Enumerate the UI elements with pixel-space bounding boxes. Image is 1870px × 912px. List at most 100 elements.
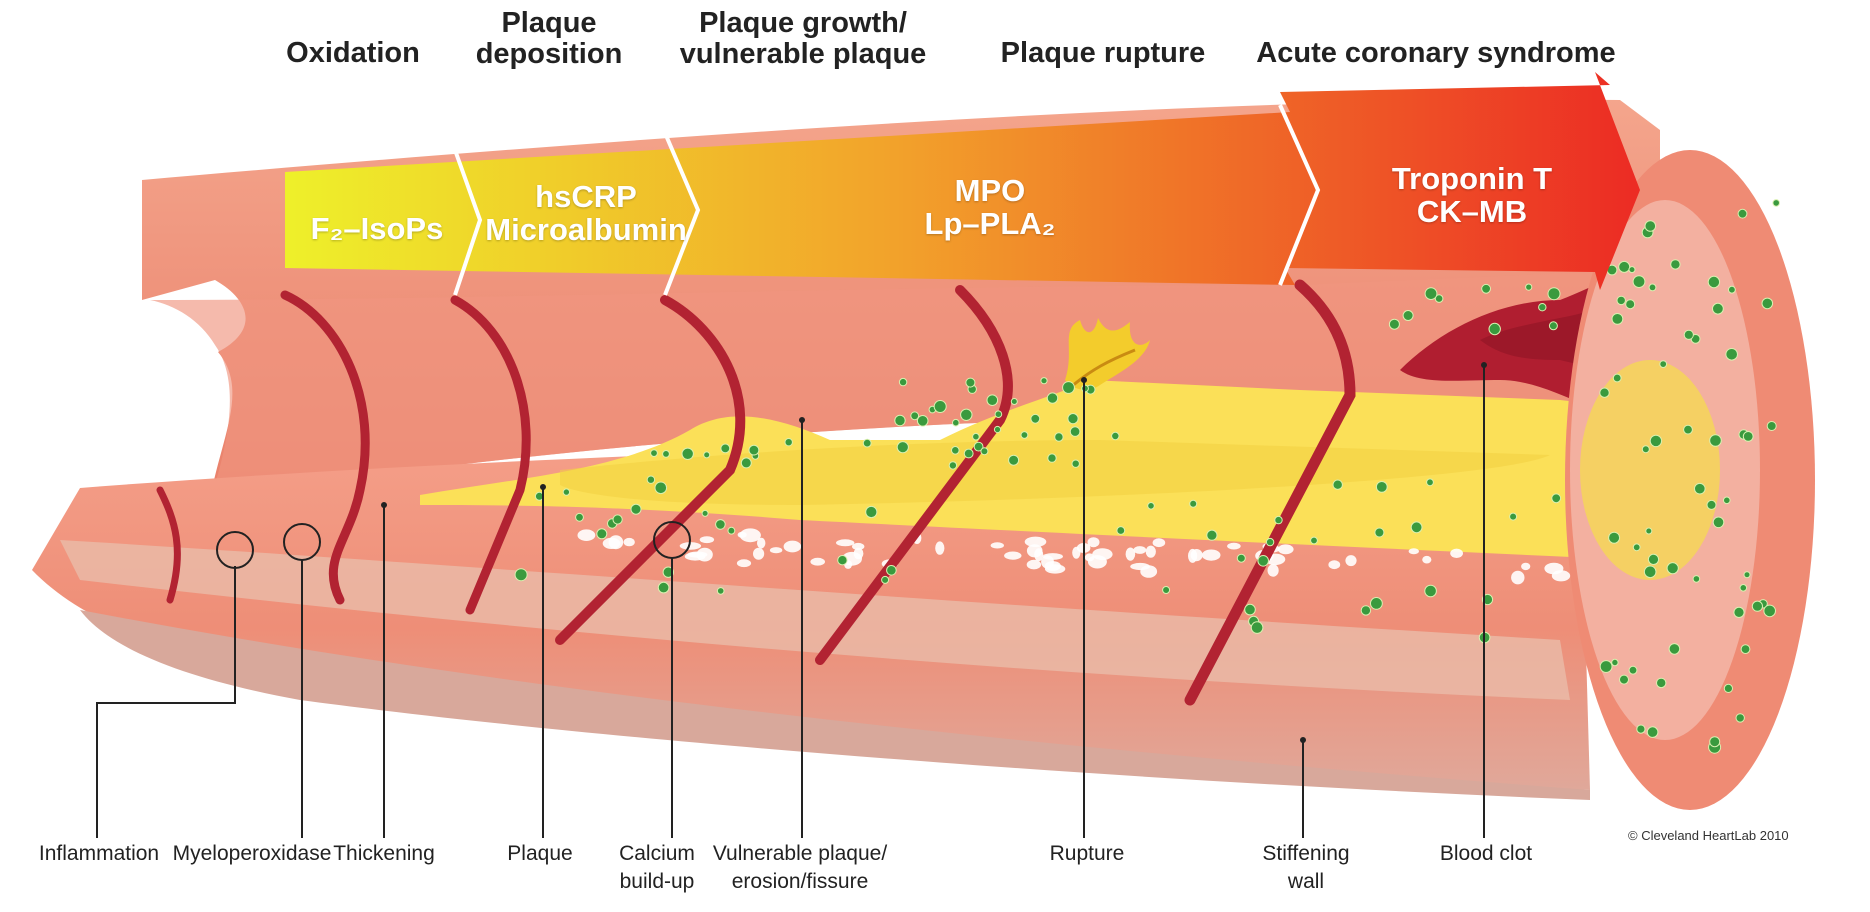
immune-cell (1772, 199, 1780, 207)
immune-cell (1525, 283, 1533, 291)
immune-cell (716, 587, 725, 595)
immune-cell (657, 581, 670, 594)
immune-cell (886, 565, 897, 576)
immune-cell (965, 377, 976, 388)
calcium-spot (1145, 545, 1156, 558)
immune-cell (910, 411, 920, 421)
divider-0 (280, 290, 370, 605)
immune-cell (1426, 478, 1434, 487)
immune-cell (1046, 392, 1059, 404)
arrow-chevrons (453, 104, 1321, 296)
immune-cell (1636, 724, 1646, 734)
calcium-spot (1087, 537, 1100, 548)
immune-cell (514, 568, 528, 582)
calcium-spot (935, 541, 945, 555)
immune-cell (1737, 208, 1748, 219)
immune-cell (1062, 381, 1075, 394)
calcium-spot (739, 528, 761, 543)
immune-cell (748, 444, 760, 456)
immune-cell (1709, 434, 1722, 447)
immune-cell (1206, 529, 1218, 541)
immune-cell (681, 447, 694, 460)
callout-thickening: Thickening (333, 842, 435, 865)
calcium-spot (783, 540, 802, 553)
immune-cell (1488, 322, 1501, 336)
immune-cell (837, 555, 848, 566)
immune-cell (1692, 575, 1701, 583)
immune-cell (1111, 431, 1120, 441)
rupture-burst (1065, 318, 1150, 390)
immune-cell (1612, 373, 1622, 383)
immune-cell (1509, 512, 1518, 521)
calcium-spot (1024, 536, 1047, 547)
calcium-spot (990, 542, 1004, 549)
immune-cell (1668, 643, 1681, 655)
immune-cell (1548, 321, 1558, 331)
immune-cell (662, 450, 670, 458)
immune-cell (896, 441, 909, 454)
immune-cell (1147, 502, 1155, 510)
stage-plaque-deposition: Plaque deposition (475, 7, 623, 70)
immune-cell (980, 447, 989, 456)
callout-rupture: Rupture (1049, 842, 1125, 865)
immune-cell (948, 461, 958, 470)
immune-cell (994, 410, 1003, 419)
immune-cell (1010, 398, 1018, 405)
immune-cell (1388, 318, 1400, 330)
immune-cell (1257, 555, 1269, 567)
immune-cell (1608, 531, 1621, 544)
calcium-spot (1328, 560, 1341, 570)
immune-cell (1599, 660, 1613, 673)
calcium-spot (1345, 555, 1357, 567)
immune-cell (1030, 413, 1041, 424)
calcium-spot (769, 547, 783, 554)
immune-cell (654, 481, 668, 495)
calcium-spot (1277, 544, 1294, 555)
immune-cell (1740, 644, 1751, 654)
calcium-spot (1408, 548, 1420, 555)
calcium-spot (699, 536, 715, 544)
immune-cell (1670, 259, 1681, 270)
calcium-spot (696, 547, 713, 562)
immune-cell (1310, 536, 1318, 545)
immune-cell (1008, 454, 1020, 466)
immune-cell (1410, 521, 1423, 534)
callout-myeloperoxidase: Myeloperoxidase (172, 842, 332, 865)
immune-cell (1611, 313, 1624, 325)
immune-cell (951, 446, 960, 455)
calcium-spot (1140, 565, 1158, 578)
calcium-spot (836, 539, 855, 547)
immune-cell (727, 526, 736, 535)
immune-cell (740, 457, 752, 469)
immune-cell (1712, 516, 1725, 529)
calcium-spot (1511, 570, 1525, 585)
immune-cell (596, 528, 608, 540)
immune-cell (1641, 445, 1650, 454)
immune-cell (1547, 287, 1561, 301)
immune-cell (1374, 527, 1385, 538)
calcium-spot (679, 542, 702, 550)
immune-cell (1706, 499, 1717, 510)
immune-cell (1069, 426, 1081, 437)
calcium-spot (1422, 555, 1432, 564)
copyright-notice: © Cleveland HeartLab 2010 (1628, 828, 1789, 843)
calcium-spot (1026, 559, 1042, 570)
fibrous-layer (60, 540, 1570, 700)
calcium-spot (623, 537, 635, 547)
immune-cell (1632, 275, 1646, 289)
calcium-spot (1125, 547, 1136, 561)
immune-cell (1599, 387, 1610, 398)
immune-cell (720, 443, 731, 454)
immune-cell (1481, 283, 1491, 294)
immune-cell (898, 377, 908, 387)
divider-5 (156, 486, 181, 604)
immune-cell (1434, 294, 1444, 303)
immune-cell (1644, 220, 1657, 232)
immune-cell (1067, 413, 1079, 425)
immune-cell (1551, 493, 1562, 504)
immune-cell (1116, 526, 1126, 535)
immune-cell (1712, 302, 1724, 315)
immune-cell (963, 448, 974, 459)
